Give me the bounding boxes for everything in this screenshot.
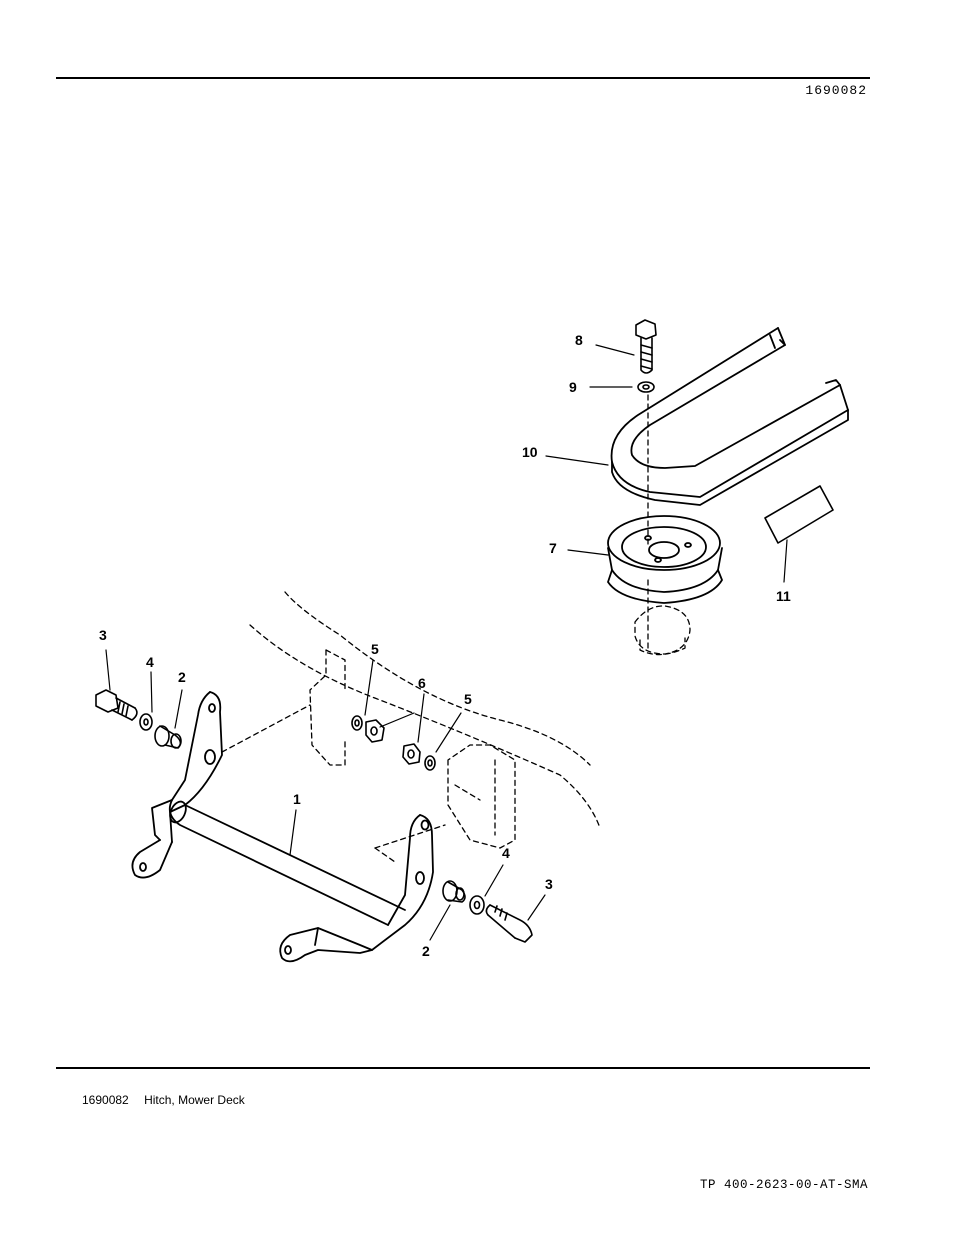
spacer-right (442, 880, 466, 903)
pulley-washer (637, 381, 655, 393)
pulley (607, 515, 723, 604)
hitch-part (131, 691, 434, 963)
deck-outline-dashed (221, 394, 691, 863)
callout-7: 7 (549, 540, 557, 556)
drawing-number: 1690082 (805, 83, 867, 98)
callout-2-left: 2 (178, 669, 186, 685)
caption-title: Hitch, Mower Deck (144, 1093, 245, 1107)
lockwasher-lower (424, 755, 436, 771)
pulley-bolt (635, 319, 657, 374)
callout-5-lower: 5 (464, 691, 472, 707)
callout-5-upper: 5 (371, 641, 379, 657)
belt (610, 327, 849, 506)
callout-3-left: 3 (99, 627, 107, 643)
callout-4-right: 4 (502, 845, 510, 861)
figure-caption: 1690082 Hitch, Mower Deck (82, 1093, 245, 1107)
bolt-left (95, 689, 138, 721)
decal (764, 485, 834, 544)
callout-11: 11 (776, 588, 791, 604)
header-rule (56, 77, 870, 79)
nut-upper (365, 719, 385, 743)
callout-8: 8 (575, 332, 583, 348)
bolt-right (485, 904, 533, 943)
leader-lines (105, 344, 788, 941)
washer-left (139, 713, 153, 731)
spacer-left (154, 725, 182, 749)
callout-10: 10 (522, 444, 538, 460)
callout-9: 9 (569, 379, 577, 395)
callout-3-right: 3 (545, 876, 553, 892)
nut-lower (402, 743, 421, 765)
document-id: TP 400-2623-00-AT-SMA (699, 1178, 868, 1192)
washer-right (469, 895, 485, 915)
callout-2-right: 2 (422, 943, 430, 959)
footer-rule (56, 1067, 870, 1069)
caption-number: 1690082 (82, 1093, 129, 1107)
lockwasher-upper (351, 715, 363, 731)
callout-4-left: 4 (146, 654, 154, 670)
callout-6: 6 (418, 675, 426, 691)
callout-1: 1 (293, 791, 301, 807)
